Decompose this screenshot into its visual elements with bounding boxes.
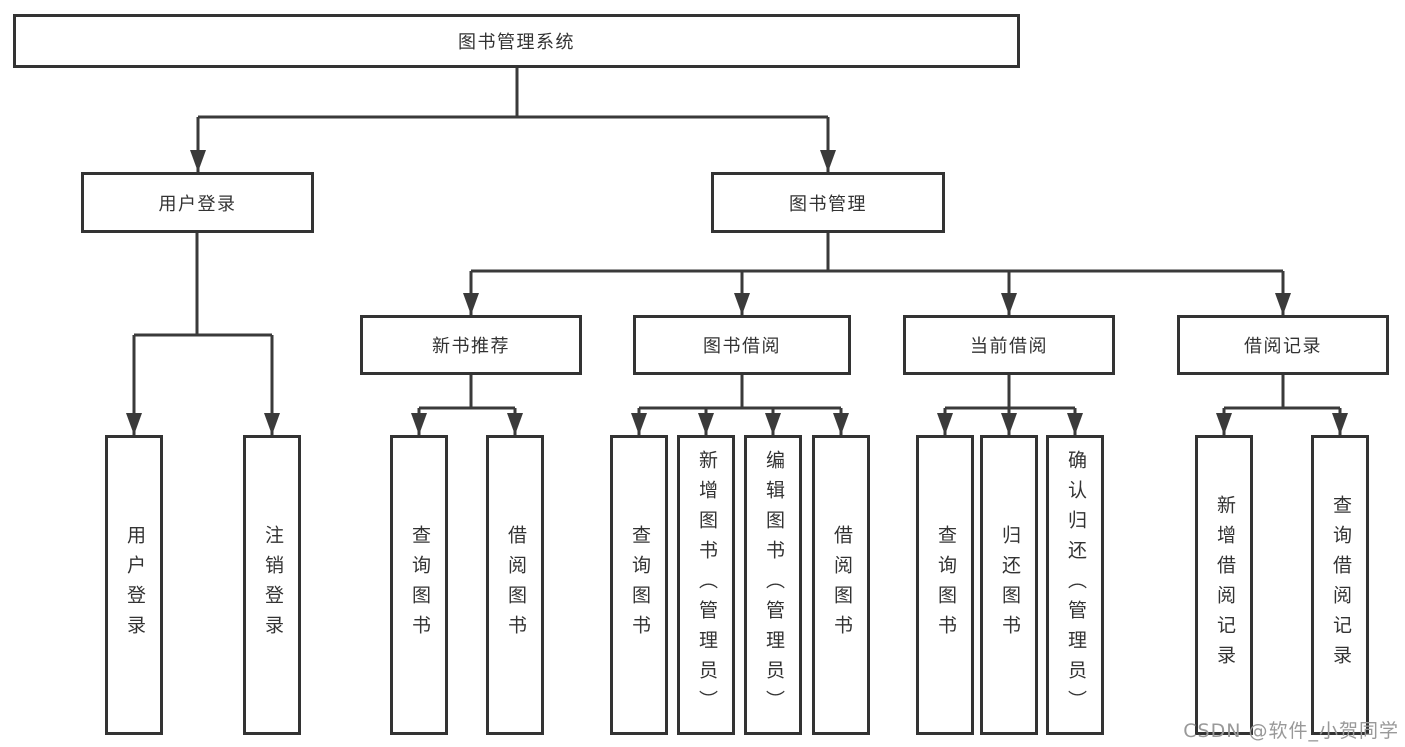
- leaf-label: 确认归还（管理员）: [1064, 450, 1087, 720]
- leaf-return-books: 归还图书: [980, 435, 1038, 735]
- node-new-book-recommend: 新书推荐: [360, 315, 582, 375]
- connector-book-borrowing: [631, 375, 849, 435]
- leaf-label: 查询图书: [628, 525, 651, 645]
- node-borrowing-records: 借阅记录: [1177, 315, 1389, 375]
- leaf-label: 借阅图书: [504, 525, 527, 645]
- csdn-watermark: CSDN @软件_小贺同学: [1183, 720, 1399, 742]
- connector-current-borrowing: [937, 375, 1083, 435]
- connector-book-management: [463, 233, 1291, 315]
- leaf-edit-books-admin: 编辑图书（管理员）: [744, 435, 802, 735]
- connector-borrowing-records: [1216, 375, 1348, 435]
- leaf-label: 编辑图书（管理员）: [762, 450, 785, 720]
- leaf-query-borrow-record: 查询借阅记录: [1311, 435, 1369, 735]
- connector-new-book: [411, 375, 523, 435]
- node-book-management: 图书管理: [711, 172, 945, 233]
- leaf-label: 新增图书（管理员）: [695, 450, 718, 720]
- leaf-query-books-recommend: 查询图书: [390, 435, 448, 735]
- node-user-login: 用户登录: [81, 172, 314, 233]
- leaf-add-borrow-record: 新增借阅记录: [1195, 435, 1253, 735]
- node-current-borrowing: 当前借阅: [903, 315, 1115, 375]
- node-book-borrowing: 图书借阅: [633, 315, 851, 375]
- leaf-confirm-return-admin: 确认归还（管理员）: [1046, 435, 1104, 735]
- leaf-label: 用户登录: [123, 525, 146, 645]
- leaf-label: 新增借阅记录: [1213, 495, 1236, 675]
- leaf-label: 查询图书: [934, 525, 957, 645]
- leaf-add-books-admin: 新增图书（管理员）: [677, 435, 735, 735]
- leaf-user-login: 用户登录: [105, 435, 163, 735]
- leaf-label: 查询借阅记录: [1329, 495, 1352, 675]
- leaf-label: 注销登录: [261, 525, 284, 645]
- leaf-borrow-books-recommend: 借阅图书: [486, 435, 544, 735]
- leaf-label: 借阅图书: [830, 525, 853, 645]
- leaf-label: 查询图书: [408, 525, 431, 645]
- connector-root: [190, 68, 836, 172]
- connector-user-login: [126, 233, 280, 435]
- leaf-label: 归还图书: [998, 525, 1021, 645]
- leaf-logout: 注销登录: [243, 435, 301, 735]
- leaf-borrow-books: 借阅图书: [812, 435, 870, 735]
- leaf-query-books-current: 查询图书: [916, 435, 974, 735]
- leaf-query-books-borrow: 查询图书: [610, 435, 668, 735]
- node-root-system: 图书管理系统: [13, 14, 1020, 68]
